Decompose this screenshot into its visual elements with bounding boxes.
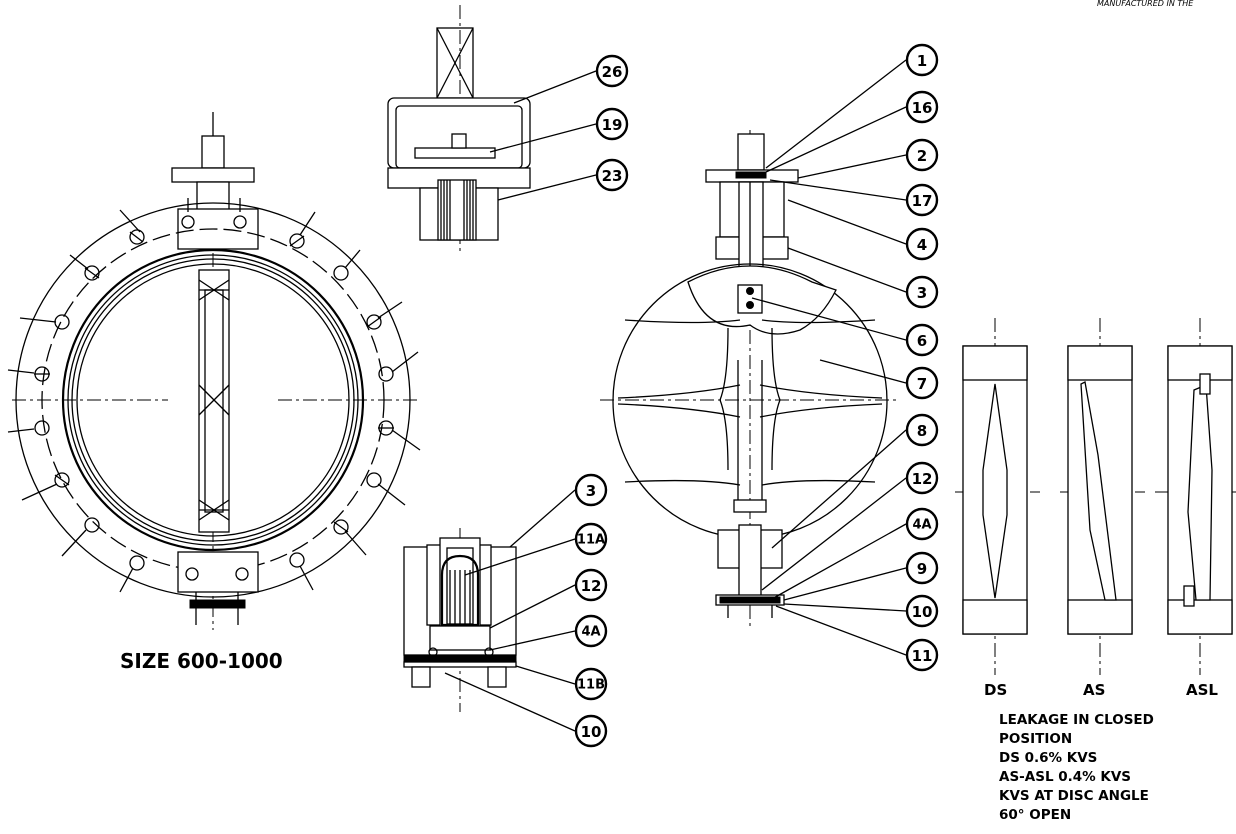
flange-bolt-holes bbox=[34, 229, 394, 571]
svg-text:11: 11 bbox=[912, 647, 933, 665]
svg-text:3: 3 bbox=[917, 284, 927, 302]
svg-text:8: 8 bbox=[917, 422, 927, 440]
disc-type-sections bbox=[955, 318, 1236, 675]
leakage-line-4: AS-ASL 0.4% KVS bbox=[999, 769, 1131, 785]
callout-12-side: 12 bbox=[905, 461, 939, 495]
disc-section-asl bbox=[1155, 318, 1236, 675]
svg-text:10: 10 bbox=[581, 723, 602, 741]
caption-as: AS bbox=[1083, 681, 1105, 699]
caption-ds: DS bbox=[984, 681, 1007, 699]
disc-section-as bbox=[1060, 318, 1145, 675]
callout-4: 4 bbox=[905, 227, 939, 261]
top-actuator-detail bbox=[387, 5, 531, 252]
callout-12-detail: 12 bbox=[574, 568, 608, 602]
leakage-line-5: KVS AT DISC ANGLE bbox=[999, 788, 1149, 804]
svg-text:1: 1 bbox=[917, 52, 927, 70]
callout-11: 11 bbox=[905, 638, 939, 672]
front-view bbox=[7, 112, 421, 630]
svg-text:4A: 4A bbox=[581, 625, 600, 640]
leakage-line-1: LEAKAGE IN CLOSED bbox=[999, 712, 1154, 728]
callout-1: 1 bbox=[905, 43, 939, 77]
manufacturer-note: MANUFACTURED IN THE bbox=[1097, 0, 1194, 8]
svg-text:11A: 11A bbox=[577, 533, 605, 548]
callout-4a-detail: 4A bbox=[574, 614, 608, 648]
side-section-view bbox=[600, 130, 900, 630]
size-range-label: SIZE 600-1000 bbox=[120, 649, 283, 673]
caption-asl: ASL bbox=[1186, 681, 1218, 699]
leakage-line-2: POSITION bbox=[999, 731, 1072, 747]
svg-text:17: 17 bbox=[912, 192, 933, 210]
svg-text:6: 6 bbox=[917, 332, 927, 350]
svg-text:4: 4 bbox=[917, 236, 927, 254]
callout-7: 7 bbox=[905, 366, 939, 400]
callout-8: 8 bbox=[905, 413, 939, 447]
svg-text:12: 12 bbox=[581, 577, 602, 595]
callout-26: 26 bbox=[595, 54, 629, 88]
svg-text:7: 7 bbox=[917, 375, 927, 393]
bottom-bearing-detail bbox=[403, 528, 517, 712]
callout-16: 16 bbox=[905, 90, 939, 124]
callout-23: 23 bbox=[595, 158, 629, 192]
svg-text:11B: 11B bbox=[577, 678, 605, 693]
callout-10-detail: 10 bbox=[574, 714, 608, 748]
svg-text:12: 12 bbox=[912, 470, 933, 488]
svg-text:10: 10 bbox=[912, 603, 933, 621]
callout-6: 6 bbox=[905, 323, 939, 357]
callout-11a: 11A bbox=[574, 522, 608, 556]
leader-lines bbox=[444, 59, 907, 732]
callout-10-side: 10 bbox=[905, 594, 939, 628]
svg-text:16: 16 bbox=[912, 99, 933, 117]
callout-17: 17 bbox=[905, 183, 939, 217]
callout-11b: 11B bbox=[574, 667, 608, 701]
svg-text:3: 3 bbox=[586, 482, 596, 500]
leakage-note: LEAKAGE IN CLOSED POSITION DS 0.6% KVS A… bbox=[999, 712, 1154, 823]
svg-text:19: 19 bbox=[602, 116, 623, 134]
svg-text:4A: 4A bbox=[912, 518, 931, 533]
disc-section-ds bbox=[955, 318, 1040, 675]
callout-2: 2 bbox=[905, 138, 939, 172]
callout-bubbles: 26 19 23 3 11A 12 4A 11B 10 1 16 2 17 4 … bbox=[574, 43, 939, 748]
leakage-line-6: 60° OPEN bbox=[999, 807, 1071, 823]
callout-4a-side: 4A bbox=[905, 507, 939, 541]
callout-19: 19 bbox=[595, 107, 629, 141]
svg-text:26: 26 bbox=[602, 63, 623, 81]
svg-text:9: 9 bbox=[917, 560, 927, 578]
callout-3-detail: 3 bbox=[574, 473, 608, 507]
leakage-line-3: DS 0.6% KVS bbox=[999, 750, 1097, 766]
callout-3-side: 3 bbox=[905, 275, 939, 309]
svg-text:2: 2 bbox=[917, 147, 927, 165]
svg-text:23: 23 bbox=[602, 167, 623, 185]
callout-9: 9 bbox=[905, 551, 939, 585]
